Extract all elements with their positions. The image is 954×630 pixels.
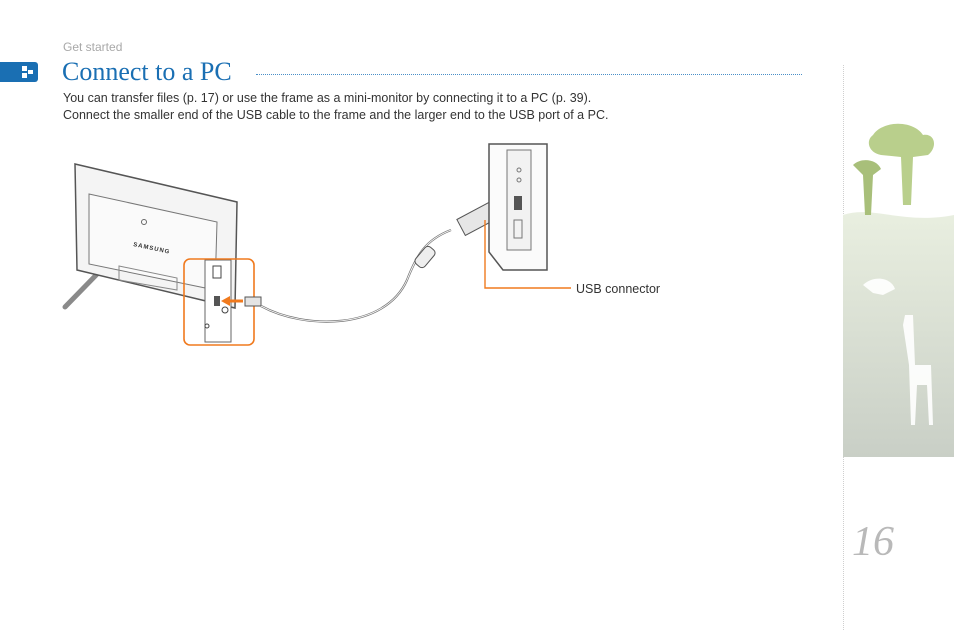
title-rule bbox=[256, 74, 802, 75]
usb-connector-leader bbox=[484, 220, 571, 289]
small-usb-plug bbox=[244, 296, 262, 307]
usb-connector-callout: USB connector bbox=[576, 282, 661, 296]
page-title: Connect to a PC bbox=[62, 57, 232, 86]
usb-cable bbox=[260, 228, 452, 323]
side-decoration bbox=[843, 123, 954, 457]
ferrite-core bbox=[414, 245, 436, 269]
intro-line-2: Connect the smaller end of the USB cable… bbox=[63, 108, 609, 122]
intro-text: You can transfer files (p. 17) or use th… bbox=[63, 90, 823, 124]
section-marker bbox=[0, 62, 38, 82]
tree-silhouette-2 bbox=[853, 160, 881, 215]
photo-frame-recess bbox=[118, 265, 178, 291]
landscape-silhouette bbox=[843, 212, 954, 457]
page-number: 16 bbox=[852, 519, 894, 565]
section-marker-icon bbox=[22, 66, 33, 78]
giraffe-head-silhouette bbox=[863, 278, 895, 295]
intro-line-1: You can transfer files (p. 17) or use th… bbox=[63, 91, 592, 105]
section-label: Get started bbox=[63, 40, 123, 54]
giraffe-silhouette bbox=[903, 315, 933, 425]
connection-illustration: SAMSUNG bbox=[62, 143, 571, 346]
tree-silhouette bbox=[868, 123, 935, 205]
frame-hang-hole bbox=[141, 219, 147, 225]
